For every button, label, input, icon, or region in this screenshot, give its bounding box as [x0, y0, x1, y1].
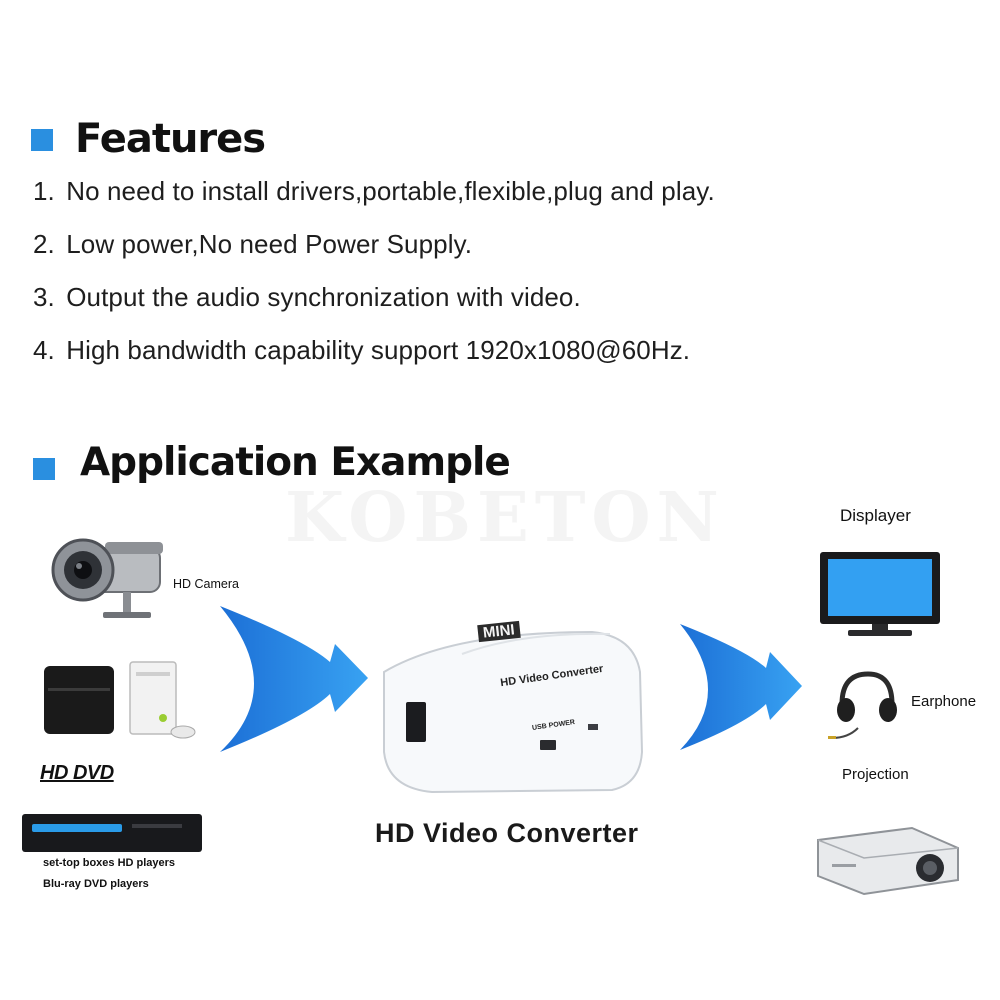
feature-item-2: 2. Low power,No need Power Supply.: [33, 229, 472, 260]
output-arrow-icon: [680, 624, 802, 750]
settop-box-icon: [22, 814, 202, 852]
feature-item-1: 1. No need to install drivers,portable,f…: [33, 176, 715, 207]
feature-number: 3.: [33, 282, 55, 312]
feature-number: 2.: [33, 229, 55, 259]
projector-icon: [817, 826, 959, 896]
input-arrow-icon: [220, 606, 368, 752]
application-title: Application Example: [80, 440, 511, 485]
hd-camera-label: HD Camera: [173, 577, 239, 591]
converter-caption: HD Video Converter: [375, 818, 639, 848]
feature-text: High bandwidth capability support 1920x1…: [66, 335, 691, 365]
feature-number: 1.: [33, 176, 55, 206]
feature-text: No need to install drivers,portable,flex…: [66, 176, 715, 206]
earphone-icon: [828, 671, 897, 739]
projection-label: Projection: [842, 766, 909, 783]
hd-camera-icon: [51, 538, 163, 618]
earphone-label: Earphone: [911, 693, 977, 710]
watermark: KOBETON: [285, 478, 725, 558]
feature-text: Low power,No need Power Supply.: [66, 229, 473, 259]
feature-number: 4.: [33, 335, 55, 365]
application-bullet-icon: [33, 458, 55, 480]
game-console-icon: [44, 661, 196, 739]
monitor-icon: [820, 552, 940, 636]
bluray-label: Blu-ray DVD players: [43, 878, 149, 890]
feature-text: Output the audio synchronization with vi…: [66, 282, 581, 312]
feature-item-4: 4. High bandwidth capability support 192…: [33, 335, 690, 366]
settop-label: set-top boxes HD players: [43, 857, 176, 869]
displayer-label: Displayer: [840, 506, 911, 525]
hd-dvd-logo: HD DVD: [40, 762, 114, 784]
features-bullet-icon: [31, 129, 53, 151]
feature-item-3: 3. Output the audio synchronization with…: [33, 282, 581, 313]
converter-device-icon: [383, 630, 644, 794]
features-title: Features: [75, 116, 266, 162]
